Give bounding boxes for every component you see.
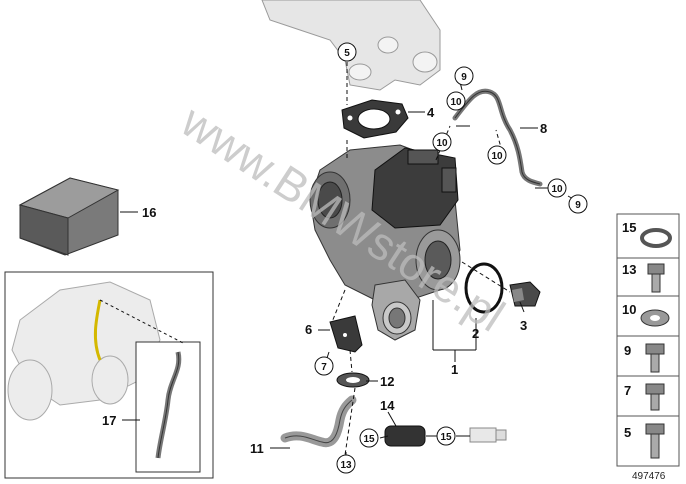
callout-10-d: 10 bbox=[551, 184, 563, 195]
oil-feed-pipe-part-8 bbox=[452, 88, 543, 187]
legend-label-9: 9 bbox=[624, 343, 631, 358]
callout-16: 16 bbox=[142, 205, 156, 220]
leader-lines bbox=[99, 62, 576, 456]
callout-6: 6 bbox=[305, 322, 312, 337]
wastegate-actuator bbox=[371, 147, 459, 229]
callout-9-bottom: 9 bbox=[575, 200, 581, 211]
callout-17: 17 bbox=[102, 413, 116, 428]
bolt-5-icon bbox=[645, 423, 665, 459]
sensor-part-3 bbox=[509, 281, 541, 307]
hardware-legend bbox=[616, 213, 680, 467]
callout-4: 4 bbox=[427, 105, 435, 120]
kit-box-part-16 bbox=[18, 177, 120, 256]
callout-9-top: 9 bbox=[461, 72, 467, 83]
legend-label-13: 13 bbox=[622, 262, 636, 277]
gasket-part-12 bbox=[336, 372, 370, 388]
hose-part-14 bbox=[384, 425, 426, 447]
bolt-13-icon bbox=[647, 263, 665, 293]
callout-13: 13 bbox=[340, 460, 352, 471]
legend-label-10: 10 bbox=[622, 302, 636, 317]
inset-oil-pipe-part-17 bbox=[155, 351, 182, 459]
oil-return-pipe-part-11 bbox=[280, 395, 357, 448]
o-ring-part-2 bbox=[464, 262, 504, 314]
callout-5: 5 bbox=[344, 48, 350, 59]
callout-7: 7 bbox=[321, 362, 327, 373]
callout-15-a: 15 bbox=[363, 434, 375, 445]
watermark-text: www.BMWstore.pl bbox=[172, 94, 514, 341]
callout-3: 3 bbox=[520, 318, 527, 333]
callout-14: 14 bbox=[380, 398, 395, 413]
gasket-part-4 bbox=[341, 99, 409, 139]
legend-label-15: 15 bbox=[622, 220, 636, 235]
callout-10-a: 10 bbox=[450, 97, 462, 108]
callout-10-b: 10 bbox=[436, 138, 448, 149]
inset-pipe-yellow bbox=[93, 299, 102, 361]
washer-10-icon bbox=[640, 309, 670, 327]
callout-1: 1 bbox=[451, 362, 458, 377]
callout-11: 11 bbox=[250, 441, 264, 456]
hose-fitting-part-15 bbox=[469, 427, 507, 443]
bolt-7-icon bbox=[645, 383, 665, 411]
bracket-part-6 bbox=[329, 315, 363, 353]
callout-8: 8 bbox=[540, 121, 547, 136]
legend-label-5: 5 bbox=[624, 425, 631, 440]
callout-2: 2 bbox=[472, 326, 479, 341]
inset-turbo-ghost bbox=[7, 281, 161, 421]
bolt-9-icon bbox=[645, 343, 665, 373]
callout-markers bbox=[314, 42, 588, 474]
callout-15-b: 15 bbox=[440, 432, 452, 443]
diagram-part-number: 497476 bbox=[632, 471, 666, 482]
legend-label-7: 7 bbox=[624, 383, 631, 398]
hose-clamp-icon bbox=[640, 228, 672, 248]
callout-10-c: 10 bbox=[491, 151, 503, 162]
oil-feed-pipe-outline bbox=[454, 90, 541, 185]
callout-12: 12 bbox=[380, 374, 394, 389]
